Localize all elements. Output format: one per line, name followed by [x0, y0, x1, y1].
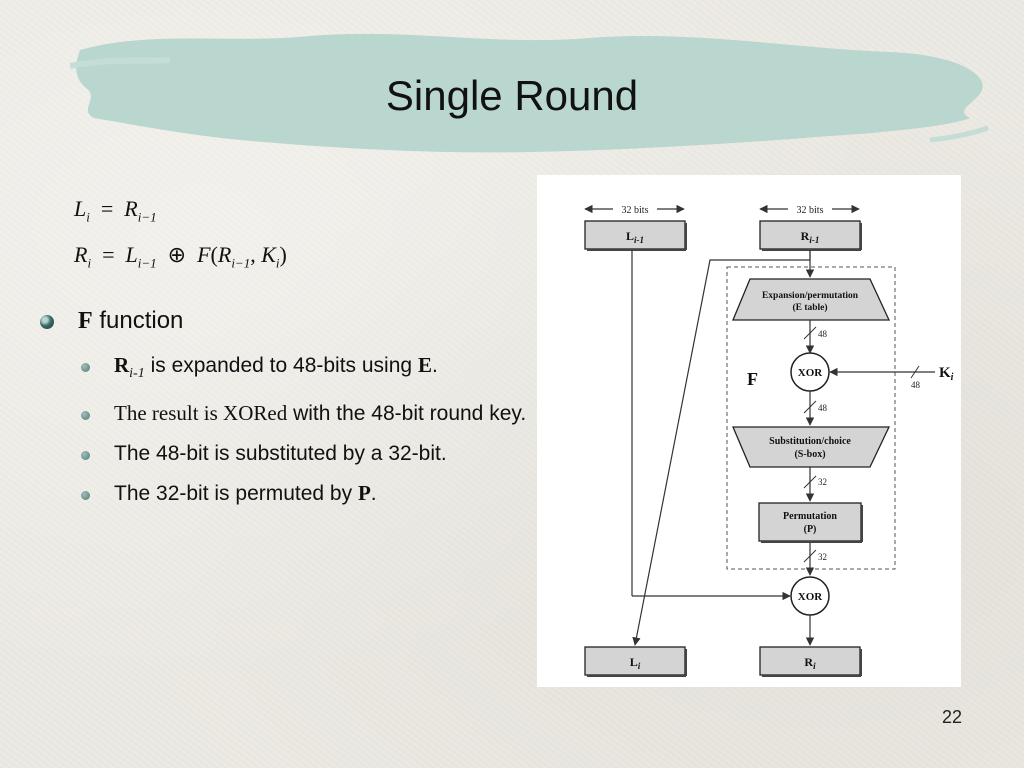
- l-out-label: Li: [630, 655, 641, 671]
- expansion-label-1: Expansion/permutation: [762, 291, 859, 301]
- r-prev-label: Ri-1: [801, 229, 820, 245]
- expansion-box: [732, 278, 891, 321]
- bits-label-left: 32 bits: [622, 205, 649, 216]
- l-out-box: [584, 646, 686, 676]
- bullet-dot-icon: [81, 363, 90, 372]
- width-48-b: 48: [818, 403, 828, 413]
- des-round-diagram: 32 bits 32 bits Li-1 Ri-1 F Expansion/pe…: [537, 175, 961, 687]
- bullet-dot-icon: [81, 451, 90, 461]
- f-label: F: [747, 369, 758, 389]
- sbox-label-1: Substitution/choice: [769, 436, 851, 447]
- list-item: Ri-1 is expanded to 48-bits using E.: [80, 350, 540, 389]
- round-key-label: Ki: [939, 365, 954, 383]
- permutation-label-2: (P): [804, 524, 817, 535]
- bits-label-right: 32 bits: [797, 205, 824, 216]
- width-32-a: 32: [818, 477, 827, 487]
- permutation-box: [758, 502, 862, 542]
- xor-label-2: XOR: [798, 591, 824, 603]
- bullet-dot-icon: [81, 411, 90, 421]
- xor-label-1: XOR: [798, 367, 824, 379]
- list-item: The 32-bit is permuted by P.: [80, 478, 540, 509]
- width-48-a: 48: [818, 329, 828, 339]
- list-item: The 48-bit is substituted by a 32-bit.: [80, 438, 540, 469]
- bullet-icon: [40, 315, 54, 329]
- page-number: 22: [941, 707, 962, 727]
- equation-r: Ri = Li−1 ⊕ F(Ri−1, Ki): [74, 242, 287, 271]
- sbox-label-2: (S-box): [794, 449, 825, 460]
- list-item: The result is XORed with the 48-bit roun…: [80, 398, 540, 429]
- l-prev-label: Li-1: [626, 229, 644, 245]
- r-out-box: [759, 646, 861, 676]
- width-32-b: 32: [818, 552, 827, 562]
- l-prev-box: [584, 220, 686, 250]
- equation-l: Li = Ri−1: [74, 196, 157, 225]
- sub-bullet-list: Ri-1 is expanded to 48-bits using E. The…: [80, 350, 540, 518]
- slide-title: Single Round: [385, 72, 639, 119]
- function-label: function: [99, 307, 184, 334]
- expansion-label-2: (E table): [792, 302, 827, 313]
- sbox-box: [732, 426, 891, 468]
- width-48-key: 48: [911, 380, 921, 390]
- r-out-label: Ri: [804, 655, 816, 671]
- title-banner: [70, 33, 989, 153]
- permutation-label-1: Permutation: [783, 511, 837, 522]
- f-bold: F: [78, 308, 93, 334]
- bullet-dot-icon: [81, 491, 90, 501]
- main-bullet: F function: [40, 307, 520, 335]
